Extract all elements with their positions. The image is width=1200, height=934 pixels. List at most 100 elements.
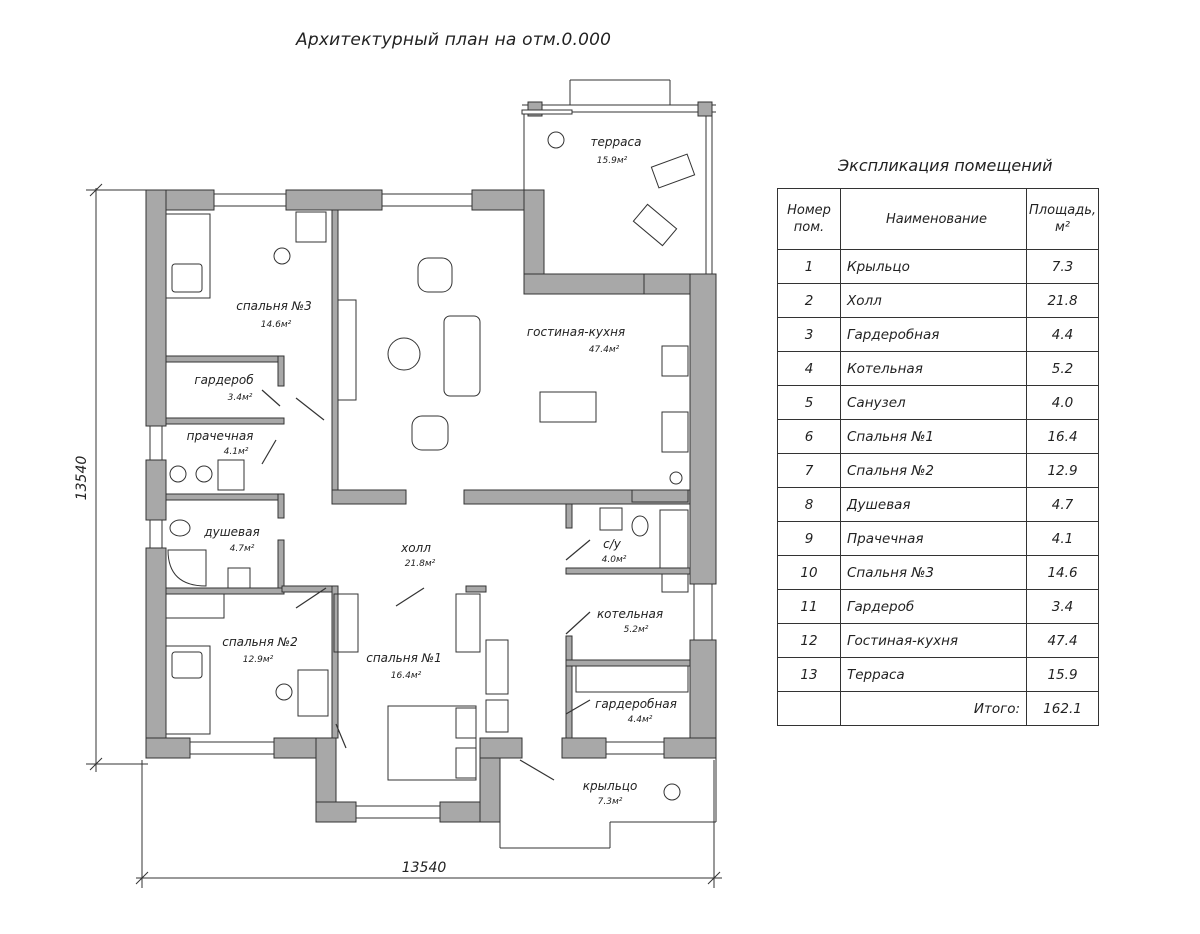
room-area-bedroom-1: 16.4м² <box>391 671 422 681</box>
room-area-porch: 7.3м² <box>598 797 623 807</box>
room-name: Спальня №3 <box>840 555 1027 590</box>
room-area: 7.3 <box>1026 249 1099 284</box>
room-number: 3 <box>777 317 841 352</box>
room-number: 13 <box>777 657 841 692</box>
room-area: 5.2 <box>1026 351 1099 386</box>
living-room-furniture <box>337 257 689 503</box>
header-area: Площадь,м² <box>1026 188 1099 250</box>
room-area-laundry: 4.1м² <box>224 447 249 457</box>
floor-plan: 13540 13540 <box>74 79 722 888</box>
room-label-wc: с/у <box>603 537 622 551</box>
room-label-terrace: терраса <box>591 135 642 149</box>
room-number: 8 <box>777 487 841 522</box>
room-area: 12.9 <box>1026 453 1099 488</box>
doors <box>261 389 591 781</box>
total-empty-cell <box>777 691 841 726</box>
room-label-laundry: прачечная <box>187 429 254 443</box>
room-name: Гардероб <box>840 589 1027 624</box>
room-area-boiler: 5.2м² <box>624 625 649 635</box>
room-name: Крыльцо <box>840 249 1027 284</box>
room-name: Гостиная-кухня <box>840 623 1027 658</box>
total-label: Итого: <box>840 691 1027 726</box>
room-area: 14.6 <box>1026 555 1099 590</box>
room-label-bedroom-1: спальня №1 <box>366 651 442 665</box>
explication-title: Экспликация помещений <box>838 156 1053 175</box>
room-area-dressing-room: 4.4м² <box>628 715 653 725</box>
room-name: Гардеробная <box>840 317 1027 352</box>
windows <box>149 109 713 819</box>
room-area-shower: 4.7м² <box>230 544 255 554</box>
room-area-terrace: 15.9м² <box>597 156 628 166</box>
room-area-hall: 21.8м² <box>405 559 436 569</box>
room-number: 4 <box>777 351 841 386</box>
room-area: 47.4 <box>1026 623 1099 658</box>
plan-title: Архитектурный план на отм.0.000 <box>296 30 612 50</box>
room-number: 5 <box>777 385 841 420</box>
room-area: 21.8 <box>1026 283 1099 318</box>
bathroom-fixtures <box>167 459 689 593</box>
room-area: 16.4 <box>1026 419 1099 454</box>
total-value: 162.1 <box>1026 691 1099 726</box>
room-label-shower: душевая <box>203 525 259 539</box>
room-area-wardrobe: 3.4м² <box>228 393 253 403</box>
room-name: Прачечная <box>840 521 1027 556</box>
room-name: Спальня №1 <box>840 419 1027 454</box>
room-name: Душевая <box>840 487 1027 522</box>
room-number: 10 <box>777 555 841 590</box>
room-area: 4.0 <box>1026 385 1099 420</box>
dimension-vertical: 13540 <box>74 456 90 501</box>
explication-total-row: Итого: 162.1 <box>777 691 1099 726</box>
room-number: 12 <box>777 623 841 658</box>
header-name: Наименование <box>840 188 1027 250</box>
room-area: 4.7 <box>1026 487 1099 522</box>
bedroom-furniture <box>165 211 689 781</box>
dimension-lines <box>86 183 722 888</box>
room-area-living-kitchen: 47.4м² <box>589 345 620 355</box>
room-number: 9 <box>777 521 841 556</box>
room-name: Спальня №2 <box>840 453 1027 488</box>
room-area-bedroom-2: 12.9м² <box>243 655 274 665</box>
room-label-bedroom-2: спальня №2 <box>222 635 298 649</box>
room-number: 1 <box>777 249 841 284</box>
room-label-porch: крыльцо <box>583 779 638 793</box>
terrace-furniture <box>547 131 696 801</box>
room-area: 4.4 <box>1026 317 1099 352</box>
dimension-horizontal: 13540 <box>402 860 447 876</box>
room-area-bedroom-3: 14.6м² <box>261 320 292 330</box>
room-area-wc: 4.0м² <box>602 555 627 565</box>
terrace-post <box>697 101 713 117</box>
room-label-boiler: котельная <box>597 607 663 621</box>
room-name: Санузел <box>840 385 1027 420</box>
room-name: Котельная <box>840 351 1027 386</box>
room-label-hall: холл <box>400 541 431 555</box>
room-area: 3.4 <box>1026 589 1099 624</box>
room-area: 15.9 <box>1026 657 1099 692</box>
room-name: Холл <box>840 283 1027 318</box>
room-number: 2 <box>777 283 841 318</box>
room-number: 11 <box>777 589 841 624</box>
room-number: 6 <box>777 419 841 454</box>
room-label-bedroom-3: спальня №3 <box>236 299 312 313</box>
room-area: 4.1 <box>1026 521 1099 556</box>
room-label-wardrobe: гардероб <box>194 373 254 387</box>
room-number: 7 <box>777 453 841 488</box>
porch-outline <box>499 758 717 849</box>
room-label-living-kitchen: гостиная-кухня <box>527 325 625 339</box>
room-name: Терраса <box>840 657 1027 692</box>
